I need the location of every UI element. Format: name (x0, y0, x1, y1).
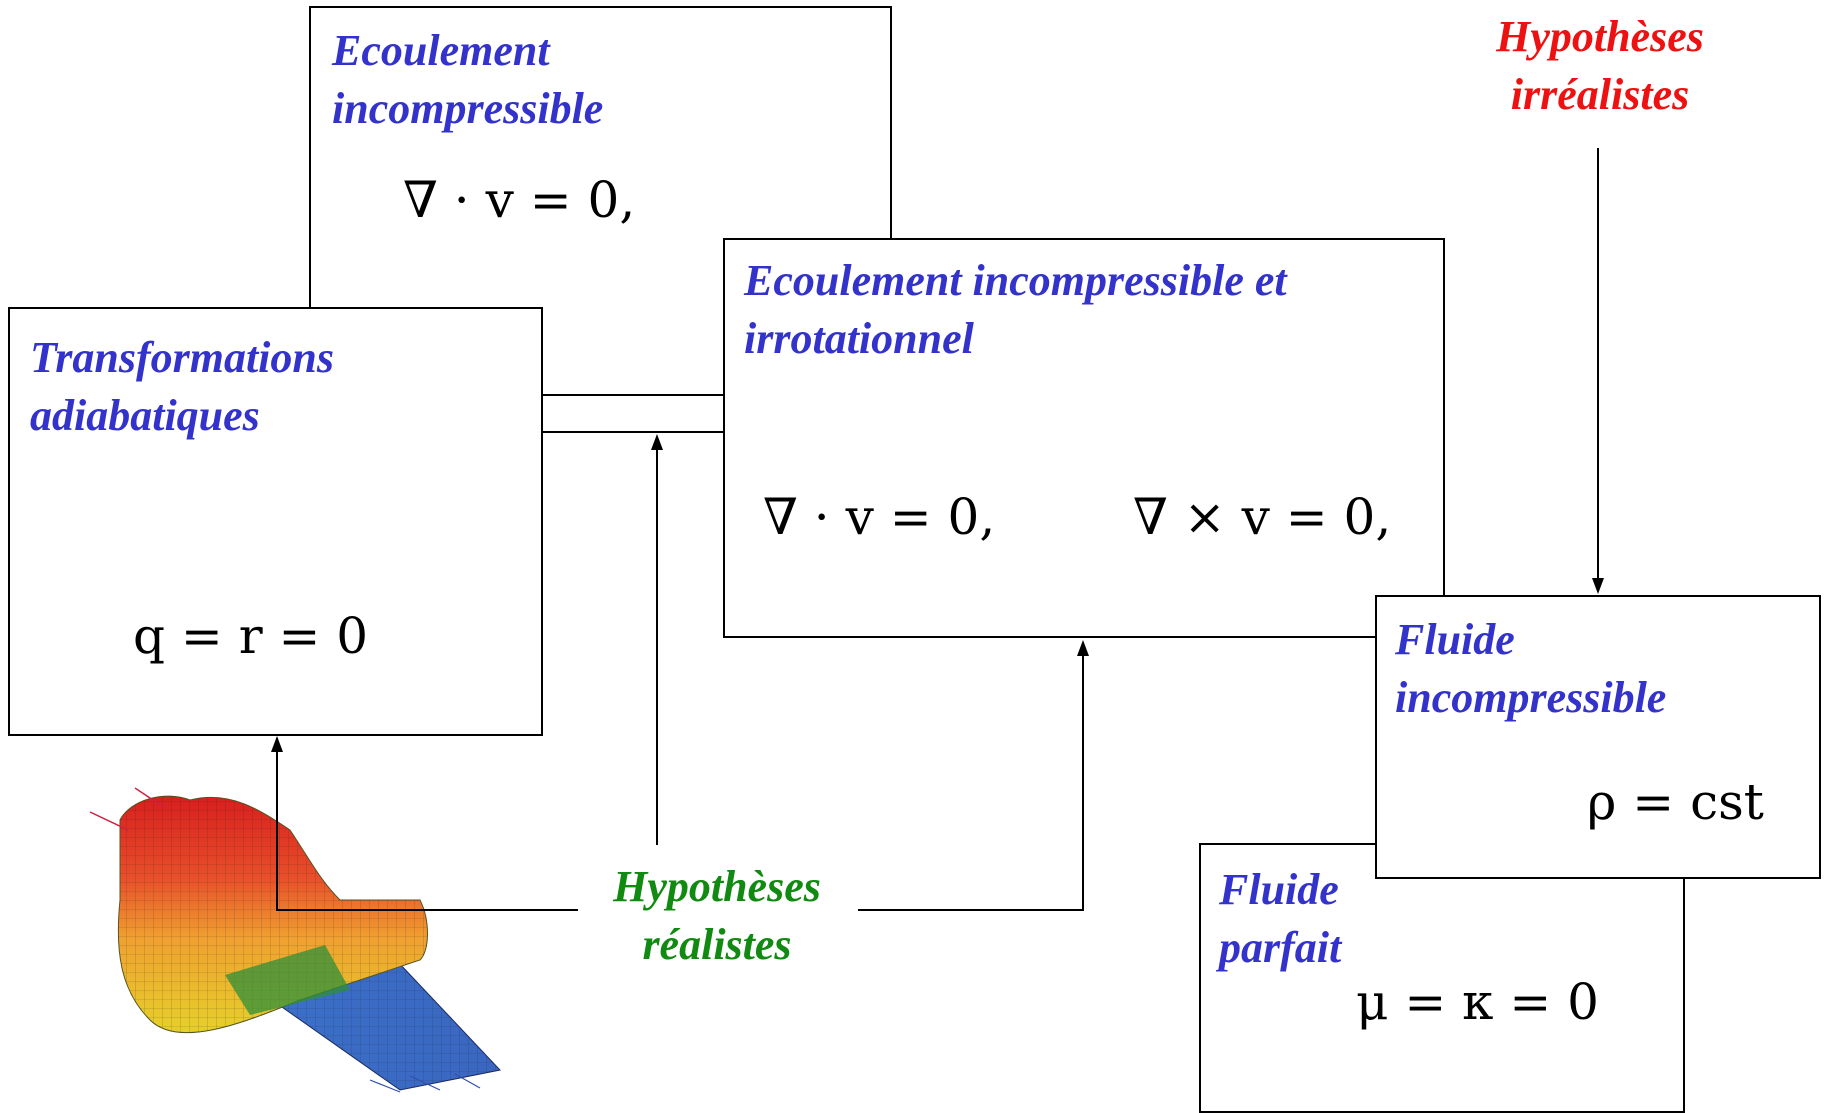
arrowhead-irrotational (1077, 640, 1089, 656)
equation-divergence: ∇ · v = 0, (403, 171, 636, 229)
box-incompressible-fluid: Fluide incompressible ρ = cst (1375, 595, 1821, 879)
equation-divergence: ∇ · v = 0, (763, 488, 996, 546)
box-title: Ecoulement incompressible (332, 26, 604, 133)
box-perfect-fluid: Fluide parfait μ = κ = 0 (1199, 843, 1685, 1113)
equation-incompressible-fluid: ρ = cst (1587, 773, 1764, 831)
arrowhead-incompressible-flow (651, 434, 663, 450)
arrowhead-adiabatic (271, 736, 283, 752)
box-title: Transformations adiabatiques (30, 333, 335, 440)
label-unrealistic-hypotheses: Hypothèses irréalistes (1496, 12, 1704, 119)
box-title: Fluide parfait (1219, 865, 1342, 972)
label-realistic-hypotheses: Hypothèses réalistes (613, 862, 821, 969)
box-incompressible-irrotational: Ecoulement incompressible et irrotationn… (723, 238, 1445, 638)
equation-perfect-fluid: μ = κ = 0 (1356, 973, 1599, 1031)
arrowhead-incompressible-fluid (1592, 578, 1604, 594)
equation-curl: ∇ × v = 0, (1133, 488, 1392, 546)
box-adiabatic: Transformations adiabatiques q = r = 0 (8, 307, 543, 736)
box-title: Fluide incompressible (1395, 615, 1667, 722)
box-title: Ecoulement incompressible et irrotationn… (744, 256, 1287, 363)
equation-adiabatic: q = r = 0 (133, 607, 369, 665)
